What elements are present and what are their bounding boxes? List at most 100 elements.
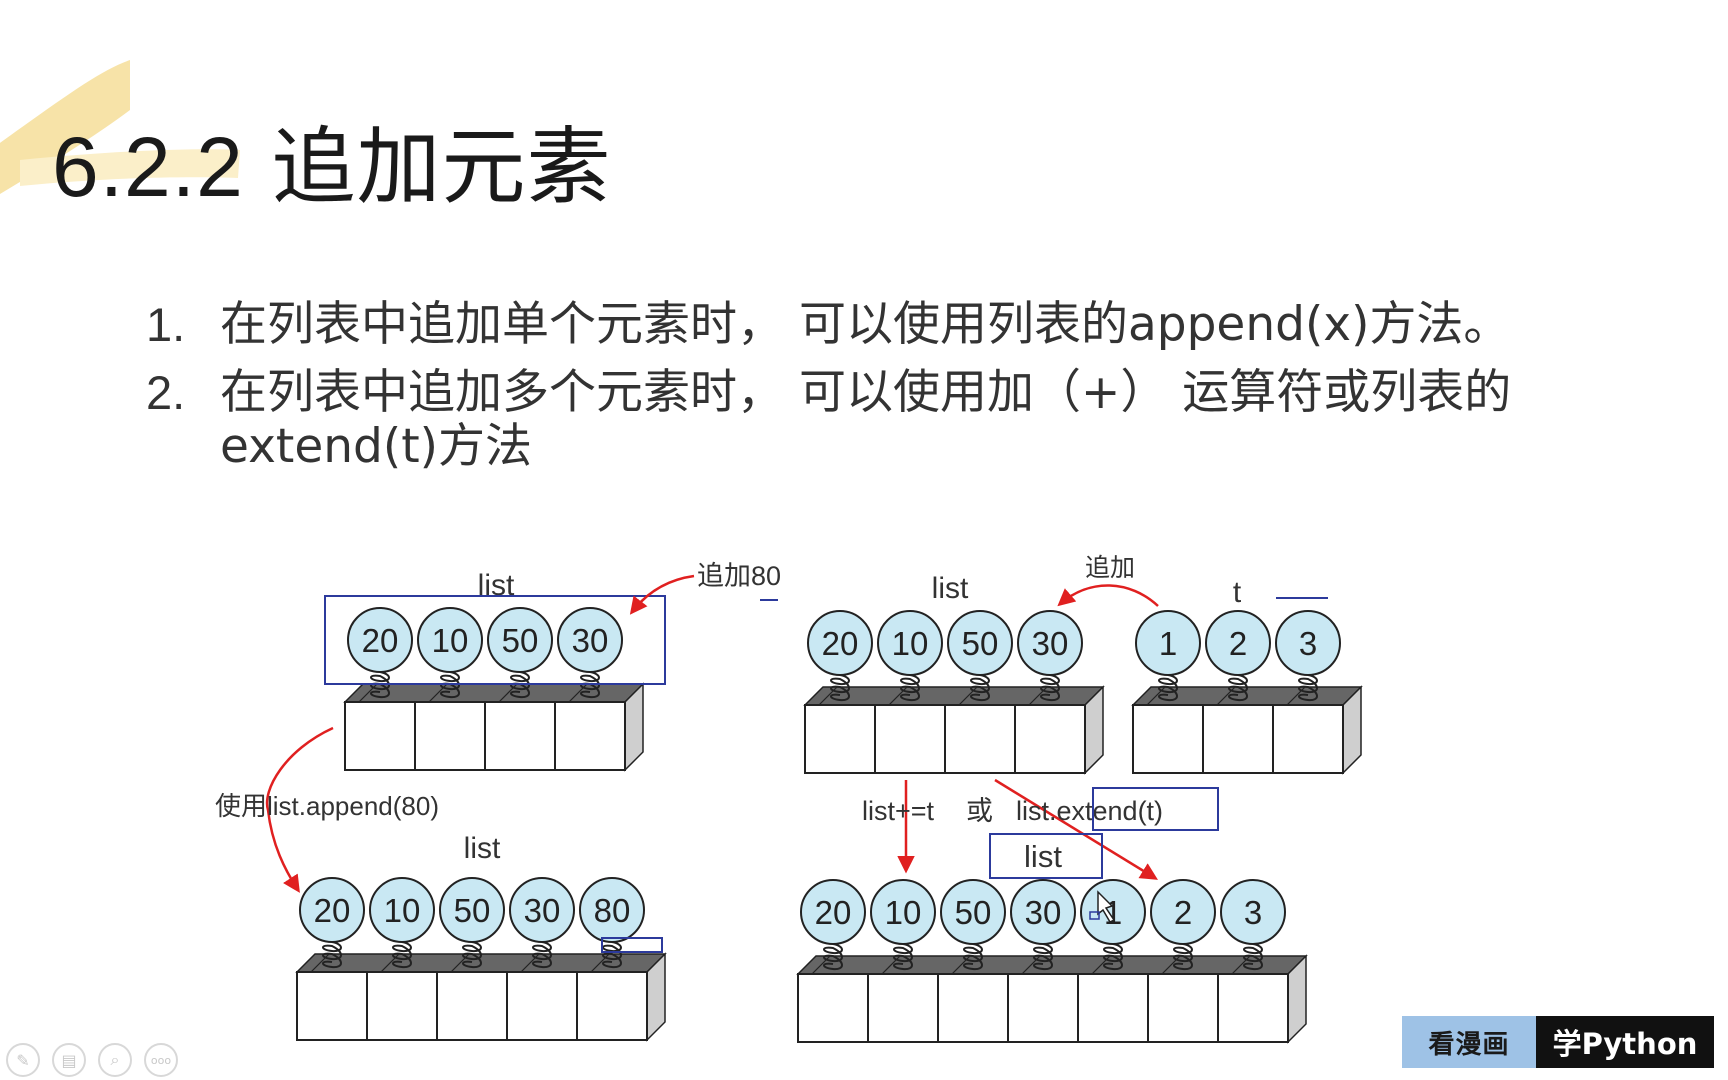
- right-op-extend: list.extend(t): [1016, 796, 1163, 826]
- spring-icon: [440, 671, 460, 699]
- list-element-ball: [509, 877, 575, 943]
- spring-icon: [392, 941, 412, 969]
- bullet-text: 在列表中追加多个元素时， 可以使用加（+） 运算符或列表的extend(t)方法: [220, 365, 1512, 474]
- spring-icon: [1228, 674, 1248, 702]
- spring-icon: [900, 674, 920, 702]
- right-append-arrow: [1057, 584, 1159, 607]
- list-element-ball: [579, 877, 645, 943]
- title-text: 追加元素: [271, 118, 612, 216]
- list-box-cell: [366, 971, 438, 1041]
- left-bottom-highlight-box: [601, 937, 663, 953]
- list-element-value: 2: [1229, 625, 1247, 662]
- list-element-ball: [347, 607, 413, 673]
- list-box-cell: [506, 971, 578, 1041]
- list-element-ball: [1135, 610, 1201, 676]
- list-element-value: 30: [524, 892, 561, 929]
- bullet-points: 1. 在列表中追加单个元素时， 可以使用列表的append(x)方法。 2. 在…: [140, 298, 1600, 488]
- spring-icon: [893, 943, 913, 971]
- title-highlight-stroke: [0, 60, 240, 194]
- presentation-toolbar: ✎ ▤ ⌕ ooo: [6, 1043, 178, 1077]
- right-list: 20 10 50 30: [803, 610, 1105, 775]
- list-box-cell: [944, 704, 1016, 774]
- list-box-cell: [1077, 973, 1149, 1043]
- list-box-cell: [296, 971, 368, 1041]
- right-op-plus: list+=t: [862, 796, 935, 826]
- spring-icon: [1103, 943, 1123, 971]
- left-bottom-list-label: list: [464, 832, 501, 865]
- list-element-value: 10: [384, 892, 421, 929]
- spring-icon: [830, 674, 850, 702]
- spring-icon: [970, 674, 990, 702]
- left-method-label: 使用list.append(80): [215, 791, 439, 821]
- list-box-cell: [1272, 704, 1344, 774]
- zoom-icon[interactable]: ⌕: [98, 1043, 132, 1077]
- bullet-text: 在列表中追加单个元素时， 可以使用列表的append(x)方法。: [220, 297, 1511, 352]
- more-icon[interactable]: ooo: [144, 1043, 178, 1077]
- brand-part-1: 看漫画: [1402, 1016, 1536, 1068]
- extend-highlight-box: [1092, 787, 1219, 831]
- list-box-cell: [344, 701, 416, 771]
- list-element-value: 30: [1032, 625, 1069, 662]
- list-box-cell: [576, 971, 648, 1041]
- list-element-ball: [1150, 879, 1216, 945]
- list-element-ball: [947, 610, 1013, 676]
- mouse-cursor-icon: [1089, 890, 1116, 923]
- list-box-cell: [1217, 973, 1289, 1043]
- list-element-ball: [1205, 610, 1271, 676]
- right-t-label: t: [1233, 576, 1242, 609]
- spring-icon: [322, 941, 342, 969]
- list-element-ball: [1220, 879, 1286, 945]
- bullet-index: 2.: [146, 366, 186, 419]
- list-element-value: 10: [885, 894, 922, 931]
- list-element-ball: [800, 879, 866, 945]
- list-box-cell: [414, 701, 486, 771]
- list-element-ball: [369, 877, 435, 943]
- bullet-index: 1.: [146, 298, 186, 351]
- list-box-cell: [554, 701, 626, 771]
- list-box-cell: [436, 971, 508, 1041]
- list-element-value: 80: [594, 892, 631, 929]
- bullet-point-2: 2. 在列表中追加多个元素时， 可以使用加（+） 运算符或列表的extend(t…: [140, 366, 1600, 474]
- list-box-cell: [1014, 704, 1086, 774]
- list-element-value: 20: [822, 625, 859, 662]
- spring-icon: [462, 941, 482, 969]
- list-element-value: 2: [1174, 894, 1192, 931]
- list-element-ball: [1080, 879, 1146, 945]
- list-box-cell: [1132, 704, 1204, 774]
- list-element-ball: [417, 607, 483, 673]
- title-number: 6.2.2: [52, 120, 244, 214]
- list-element-value: 10: [892, 625, 929, 662]
- brand-logo: 看漫画 学Python: [1402, 1016, 1714, 1068]
- right-result-list-label: list: [1024, 839, 1062, 874]
- list-element-value: 3: [1244, 894, 1262, 931]
- list-element-ball: [1010, 879, 1076, 945]
- list-element-value: 50: [502, 622, 539, 659]
- list-element-value: 50: [454, 892, 491, 929]
- right-append-annotation: 追加: [1085, 554, 1135, 582]
- spring-icon: [1033, 943, 1053, 971]
- list-box-cell: [1147, 973, 1219, 1043]
- spring-icon: [510, 671, 530, 699]
- left-append-arrow: [629, 574, 695, 615]
- pen-icon[interactable]: ✎: [6, 1043, 40, 1077]
- list-element-value: 30: [1025, 894, 1062, 931]
- list-element-ball: [1017, 610, 1083, 676]
- list-element-value: 50: [962, 625, 999, 662]
- slides-icon[interactable]: ▤: [52, 1043, 86, 1077]
- list-box-cell: [867, 973, 939, 1043]
- list-box-cell: [804, 704, 876, 774]
- list-element-ball: [940, 879, 1006, 945]
- left-method-arrow: [265, 726, 334, 893]
- list-element-value: 30: [572, 622, 609, 659]
- list-element-value: 3: [1299, 625, 1317, 662]
- bullet-point-1: 1. 在列表中追加单个元素时， 可以使用列表的append(x)方法。: [140, 298, 1600, 352]
- list-element-ball: [807, 610, 873, 676]
- list-element-value: 20: [314, 892, 351, 929]
- list-element-value: 20: [362, 622, 399, 659]
- left-append-annotation: 追加80: [697, 561, 781, 591]
